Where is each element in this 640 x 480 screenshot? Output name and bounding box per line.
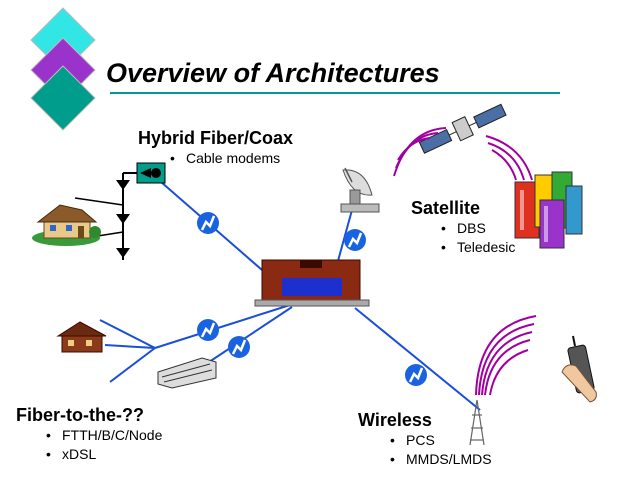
list-item: Teledesic — [441, 238, 515, 257]
link-node-wireless — [405, 364, 427, 386]
link-node-satellite — [344, 229, 366, 251]
wireless-heading: Wireless — [358, 410, 432, 430]
hfc-section: Hybrid Fiber/Coax Cable modems — [138, 128, 293, 168]
wireless-signal-waves — [475, 315, 537, 396]
satellite-bullets: DBS Teledesic — [441, 219, 515, 257]
hfc-heading: Hybrid Fiber/Coax — [138, 128, 294, 148]
title-underline — [110, 92, 560, 94]
city-buildings-icon — [514, 171, 583, 249]
diamond-logo-icon — [30, 7, 96, 131]
central-office-icon — [254, 259, 370, 307]
brick-house-icon — [56, 321, 107, 353]
satellite-icon — [418, 103, 507, 154]
fiber-section: Fiber-to-the-?? FTTH/B/C/Node xDSL — [16, 405, 162, 464]
cable-tap-icon — [74, 162, 166, 260]
link-node-hfc — [197, 212, 219, 234]
list-item: PCS — [390, 431, 492, 450]
page-title: Overview of Architectures — [106, 58, 440, 88]
fiber-heading: Fiber-to-the-?? — [16, 405, 144, 425]
list-item: DBS — [441, 219, 515, 238]
office-building-icon — [157, 357, 217, 389]
list-item: MMDS/LMDS — [390, 450, 492, 469]
satellite-dish-icon — [340, 167, 380, 213]
link-node-fiber-1 — [197, 319, 219, 341]
fiber-bullets: FTTH/B/C/Node xDSL — [46, 426, 162, 464]
house-icon — [32, 204, 101, 246]
link-node-fiber-2 — [228, 336, 250, 358]
satellite-heading: Satellite — [411, 198, 481, 218]
wireless-bullets: PCS MMDS/LMDS — [390, 431, 492, 469]
satellite-signal-waves — [393, 127, 533, 181]
cell-phone-icon — [561, 335, 597, 403]
hfc-bullets: Cable modems — [170, 149, 293, 168]
list-item: xDSL — [46, 445, 162, 464]
satellite-section: Satellite DBS Teledesic — [411, 198, 515, 257]
list-item: FTTH/B/C/Node — [46, 426, 162, 445]
list-item: Cable modems — [170, 149, 293, 168]
wireless-section: Wireless PCS MMDS/LMDS — [358, 410, 492, 469]
